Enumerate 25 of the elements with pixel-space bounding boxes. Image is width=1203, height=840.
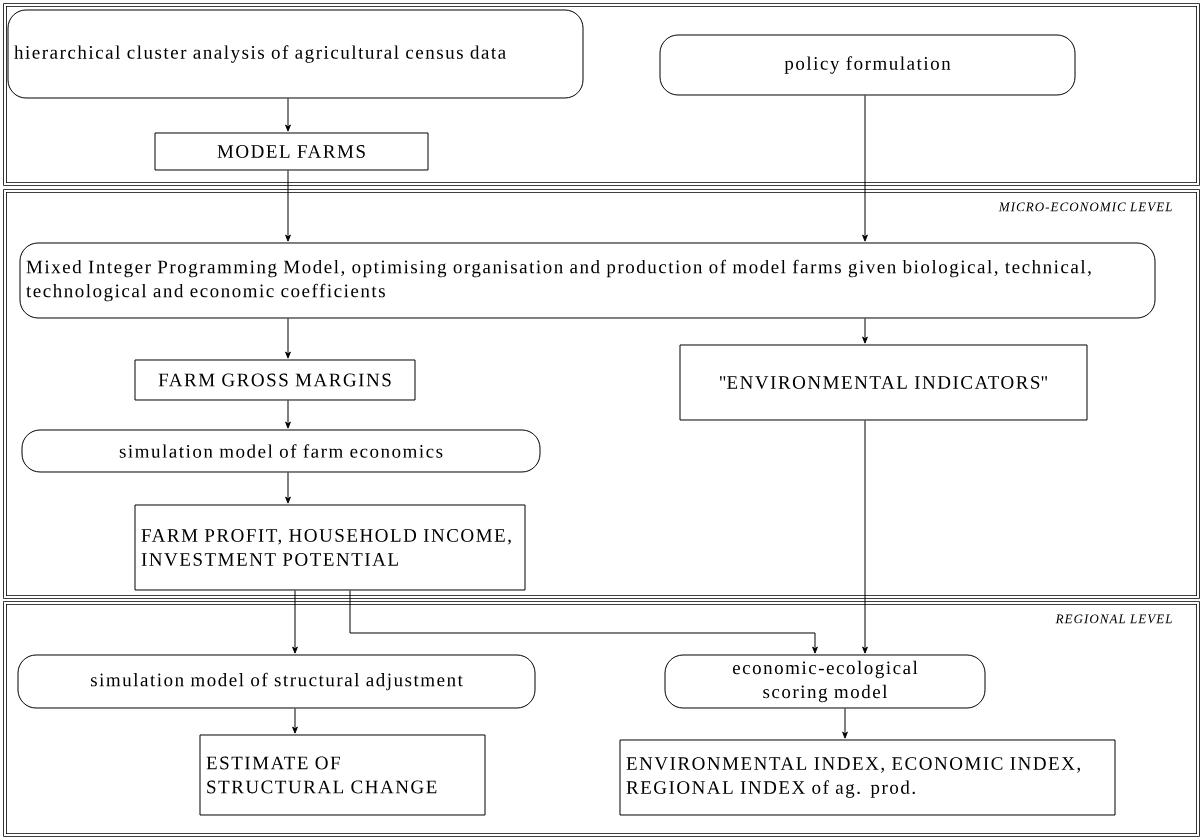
arrow [862,318,868,344]
level-band [3,3,1200,186]
arrow [862,420,868,654]
process-box: economic-ecological scoring model [664,654,986,709]
output-box: ENVIRONMENTAL INDEX, ECONOMIC INDEX, REGIONAL INDEX of ag. prod. [619,739,1116,816]
process-box: simulation model of farm economics [21,429,541,473]
output-box: "ENVIRONMENTAL INDICATORS" [679,344,1088,421]
arrow [842,708,848,739]
arrow [285,472,291,504]
arrow [292,590,298,654]
output-box: ESTIMATE OF STRUCTURAL CHANGE [199,734,486,816]
arrow [349,590,818,654]
process-box: simulation model of structural adjustment [17,654,536,709]
process-box: policy formulation [659,34,1076,96]
arrow [285,170,291,242]
output-box: MODEL FARMS [154,132,429,171]
arrow [862,95,868,242]
arrow [292,708,298,734]
output-box: FARM GROSS MARGINS [134,359,416,401]
process-box: Mixed Integer Programming Model, optimising organisation and production of model farms given biological, technical, technological and economic coefficients [19,242,1156,319]
arrow [285,98,291,132]
arrow [285,400,291,429]
arrow [285,318,291,359]
output-box: FARM PROFIT, HOUSEHOLD INCOME, INVESTMENT POTENTIAL [134,504,526,591]
process-box: hierarchical cluster analysis of agricultural census data [7,9,584,99]
